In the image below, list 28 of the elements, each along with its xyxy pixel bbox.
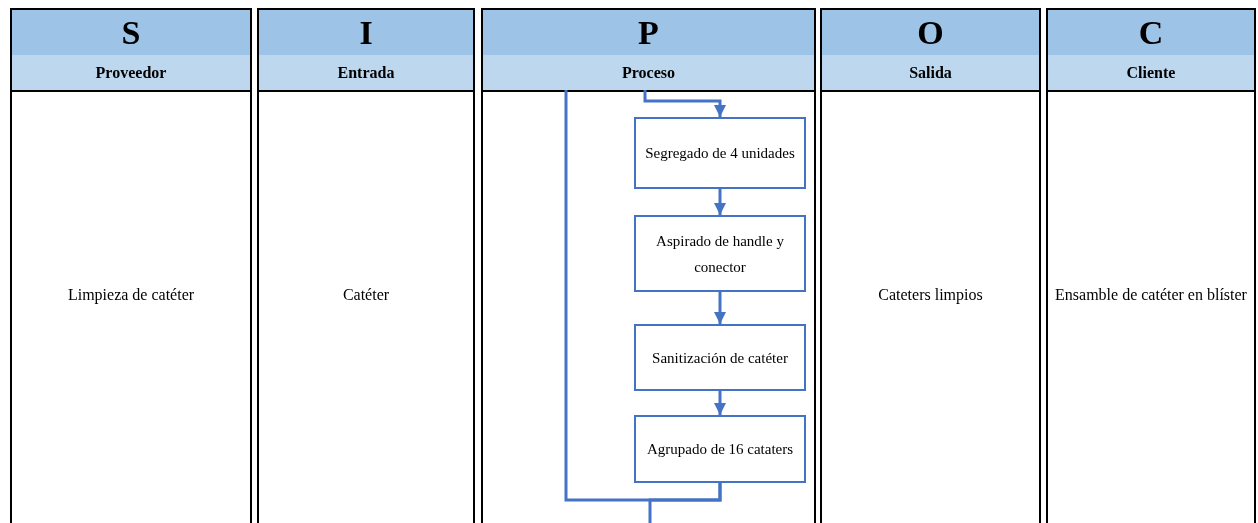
connector-line (648, 483, 722, 523)
arrow (714, 189, 726, 215)
column-heading: Proveedor (12, 55, 250, 92)
arrow (714, 292, 726, 324)
column-heading: Entrada (259, 55, 473, 92)
column-letter: O (822, 10, 1039, 55)
column-panel (1046, 8, 1256, 523)
column-text: Cateters limpios (877, 285, 984, 306)
column-heading: Cliente (1048, 55, 1254, 92)
arrow (643, 90, 726, 117)
column-panel (481, 8, 816, 523)
arrow (714, 391, 726, 415)
column-letter: C (1048, 10, 1254, 55)
column-heading: Proceso (483, 55, 814, 92)
process-box: Segregado de 4 unidades (634, 117, 806, 189)
column-text: Catéter (341, 285, 391, 305)
column-text: Limpieza de catéter (66, 285, 196, 306)
column-panel (257, 8, 475, 523)
column-letter: I (259, 10, 473, 55)
column-text: Ensamble de catéter en blíster (1054, 285, 1248, 305)
column-panel (820, 8, 1041, 523)
column-heading: Salida (822, 55, 1039, 92)
column-letter: S (12, 10, 250, 55)
column-panel (10, 8, 252, 523)
process-box: Sanitización de catéter (634, 324, 806, 391)
process-box: Aspirado de handle y conector (634, 215, 806, 292)
column-letter: P (483, 10, 814, 55)
process-box: Agrupado de 16 cataters (634, 415, 806, 483)
